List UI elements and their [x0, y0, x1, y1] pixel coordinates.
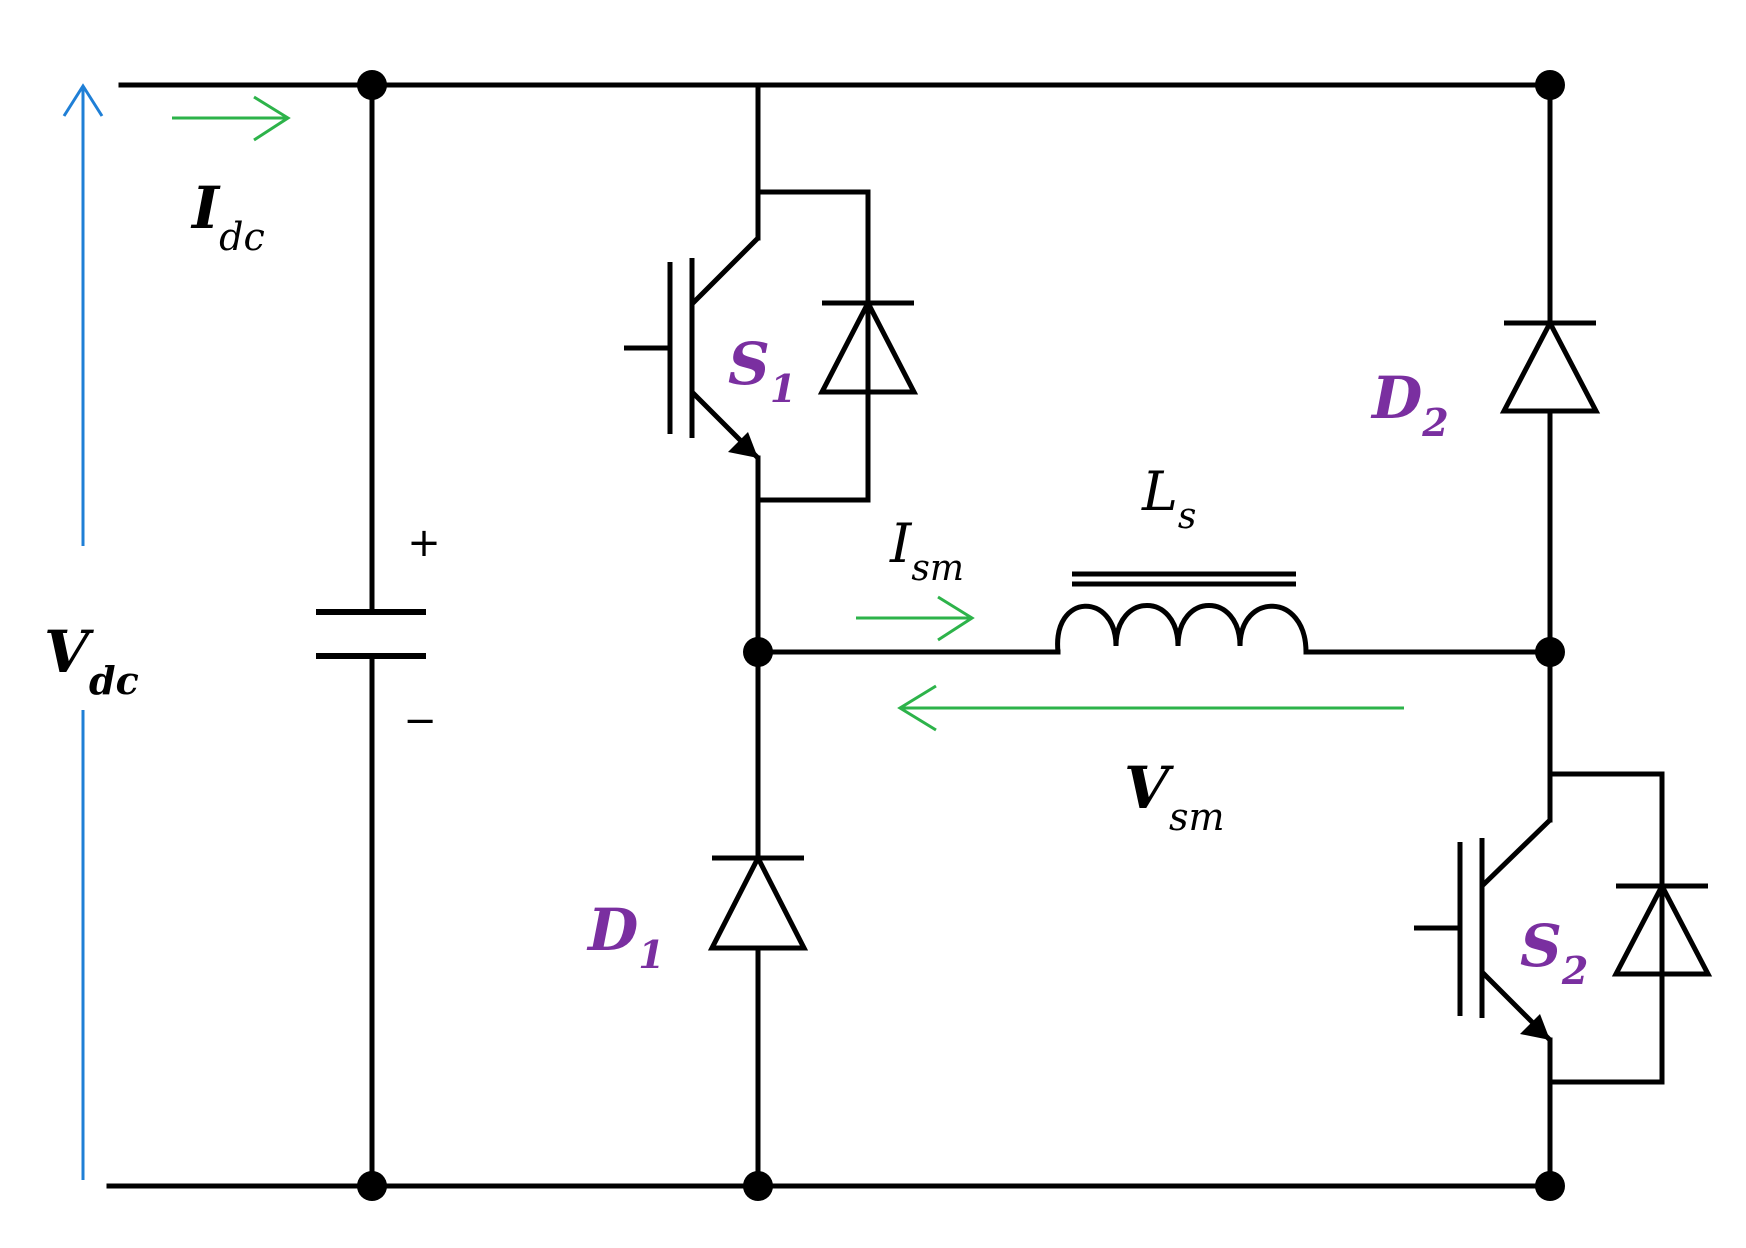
ism-label-main: I: [889, 512, 913, 575]
ism-label-sub: sm: [911, 548, 964, 589]
vsm-label-main: V: [1124, 754, 1174, 822]
ls-label-sub: s: [1178, 496, 1196, 537]
node-bottom-left: [357, 1171, 387, 1201]
node-bottom-right: [1535, 1171, 1565, 1201]
vdc-label-main: V: [44, 618, 94, 686]
s1-label-main: S: [728, 330, 770, 398]
diode-d2: [1499, 317, 1601, 414]
inductor-ls: [1055, 571, 1309, 653]
ism-arrowhead-icon: [937, 595, 975, 642]
d2-label-sub: 2: [1421, 400, 1448, 445]
d1-label-sub: 1: [638, 932, 664, 977]
igbt-s1: [624, 189, 871, 503]
d2-label: D2: [1370, 364, 1449, 445]
vdc-arrowhead-icon: [62, 83, 104, 117]
ls-label: Ls: [1141, 460, 1196, 537]
s1-diode-loop: [758, 189, 871, 503]
ism-arrow: [856, 595, 975, 642]
d1-triangle: [707, 852, 809, 951]
vdc-arrow: [62, 83, 104, 1180]
capacitor-plus-label: +: [407, 520, 441, 566]
ism-label: Ism: [889, 512, 964, 589]
s1-antiparallel-diode: [817, 297, 919, 395]
s1-label-sub: 1: [770, 366, 796, 411]
s2-collector-diag: [1480, 818, 1552, 888]
s2-label: S2: [1520, 912, 1588, 993]
s2-label-sub: 2: [1561, 948, 1588, 993]
vsm-label-sub: sm: [1169, 795, 1225, 839]
s1-label: S1: [728, 330, 796, 411]
vdc-label-sub: dc: [89, 658, 139, 703]
s2-diode-loop: [1550, 771, 1665, 1085]
node-mid-left: [743, 637, 773, 667]
idc-label-main: I: [190, 174, 221, 242]
inductor-coil: [1055, 603, 1309, 653]
d1-label: D1: [586, 896, 665, 977]
s1-diode-triangle: [817, 297, 919, 395]
junction-nodes: [357, 70, 1565, 1201]
diode-d1: [707, 852, 809, 951]
s2-emitter-arrow-icon: [1520, 1014, 1550, 1040]
s1-emitter-arrow-icon: [728, 432, 758, 458]
vsm-label: Vsm: [1124, 754, 1225, 839]
node-top-right: [1535, 70, 1565, 100]
d2-triangle: [1499, 317, 1601, 414]
idc-arrow: [172, 95, 291, 142]
d1-label-main: D: [586, 896, 638, 964]
d2-label-main: D: [1370, 364, 1422, 432]
s2-label-main: S: [1520, 912, 1562, 980]
vsm-arrowhead-icon: [897, 684, 937, 732]
ls-label-main: L: [1141, 460, 1178, 523]
s1-collector-diag: [690, 236, 760, 306]
node-top-left: [357, 70, 387, 100]
capacitor-minus-label: −: [403, 698, 437, 744]
idc-label-sub: dc: [219, 215, 265, 259]
node-mid-right: [1535, 637, 1565, 667]
dc-capacitor: [316, 609, 426, 659]
s2-antiparallel-diode: [1611, 880, 1713, 977]
vsm-arrow: [897, 684, 1404, 732]
node-bottom-mid: [743, 1171, 773, 1201]
wires: [106, 82, 1555, 1189]
vdc-label: Vdc: [44, 618, 139, 703]
idc-arrowhead-icon: [253, 95, 291, 142]
idc-label: Idc: [190, 174, 265, 259]
s2-diode-triangle: [1611, 880, 1713, 977]
